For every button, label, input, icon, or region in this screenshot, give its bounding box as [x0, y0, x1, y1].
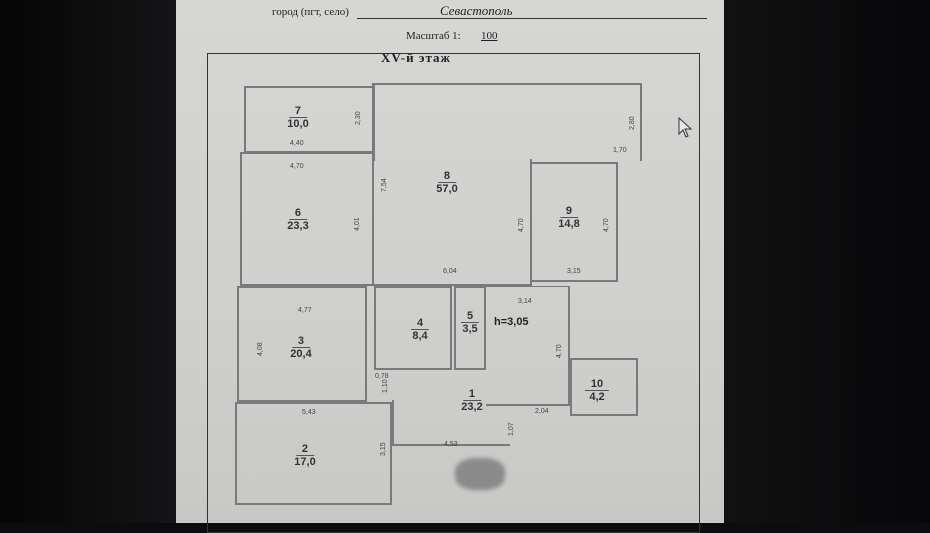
- dim: 1,70: [613, 147, 627, 154]
- room-9: [530, 162, 618, 282]
- ceiling-height: h=3,05: [494, 316, 529, 328]
- dim: 6,04: [443, 268, 457, 275]
- dim: 5,43: [302, 409, 316, 416]
- dim: 1,07: [508, 422, 515, 436]
- dim: 0,78: [375, 373, 389, 380]
- dim: 4,40: [290, 140, 304, 147]
- floor-title: XV-й этаж: [381, 50, 451, 65]
- dim: 3,15: [567, 268, 581, 275]
- room-10: [570, 358, 638, 416]
- scale-value: 100: [481, 30, 498, 42]
- dim: 4,01: [354, 217, 361, 231]
- room-3: [237, 286, 367, 402]
- room-1-bottom: [392, 400, 510, 446]
- room-8-top: [372, 83, 642, 161]
- redacted-blur: [455, 458, 505, 490]
- dim: 3,14: [518, 298, 532, 305]
- dim: 4,77: [298, 307, 312, 314]
- dim: 1,10: [382, 379, 389, 393]
- city-underline: [357, 18, 707, 19]
- dim: 4,53: [444, 441, 458, 448]
- dim: 4,70: [603, 218, 610, 232]
- dim: 2,04: [535, 408, 549, 415]
- mouse-cursor-icon: [678, 117, 693, 138]
- dim: 2,80: [629, 116, 636, 130]
- room-4: [374, 286, 452, 370]
- dim: 4,70: [290, 163, 304, 170]
- scale-label: Масштаб 1:: [406, 30, 461, 42]
- city-label: город (пгт, село): [272, 6, 349, 18]
- city-value: Севастополь: [440, 3, 513, 18]
- room-2: [235, 402, 392, 505]
- dim: 2,30: [355, 111, 362, 125]
- dim: 4,70: [556, 344, 563, 358]
- dim: 7,54: [381, 178, 388, 192]
- room-1-corridor: [486, 286, 570, 406]
- room-5: [454, 286, 486, 370]
- dim: 3,15: [380, 442, 387, 456]
- dim: 4,70: [518, 218, 525, 232]
- dim: 4,08: [257, 342, 264, 356]
